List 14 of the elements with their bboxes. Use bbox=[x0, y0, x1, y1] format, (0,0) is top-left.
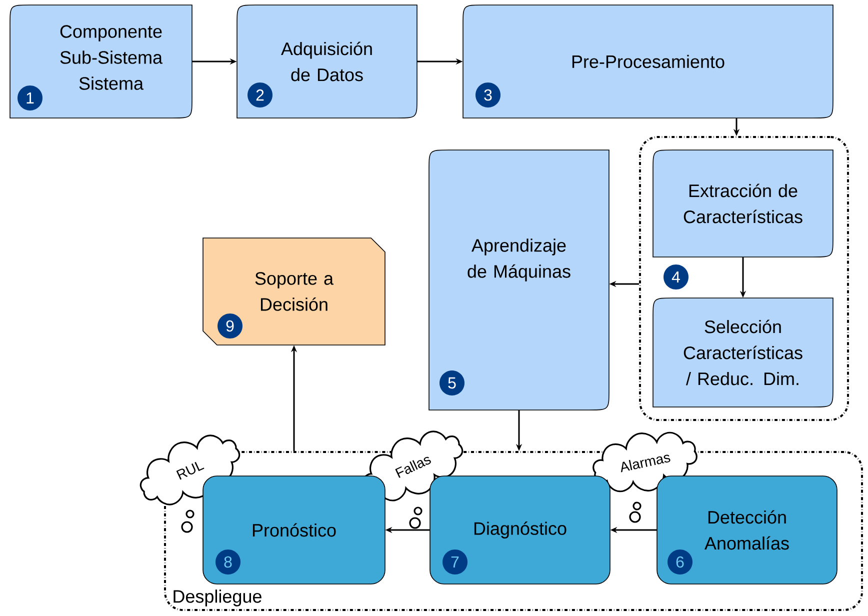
number-badge: 3 bbox=[476, 82, 500, 108]
number-badge: 4 bbox=[664, 264, 688, 290]
process-box: Selección Características / Reduc. Dim. bbox=[652, 298, 834, 408]
process-box: Extracción de Características bbox=[652, 150, 834, 258]
group-label: Despliegue bbox=[174, 590, 262, 606]
number-badge: 7 bbox=[442, 550, 468, 574]
number-badge: 8 bbox=[216, 550, 240, 574]
cloud-callout: Alarmas bbox=[592, 432, 698, 523]
number-badge: 2 bbox=[248, 82, 272, 108]
number-badge: 9 bbox=[218, 314, 242, 338]
number-badge: 6 bbox=[668, 550, 692, 574]
number-badge: 1 bbox=[18, 86, 42, 110]
cloud-callout: RUL bbox=[140, 434, 240, 533]
number-badge: 5 bbox=[440, 370, 464, 396]
